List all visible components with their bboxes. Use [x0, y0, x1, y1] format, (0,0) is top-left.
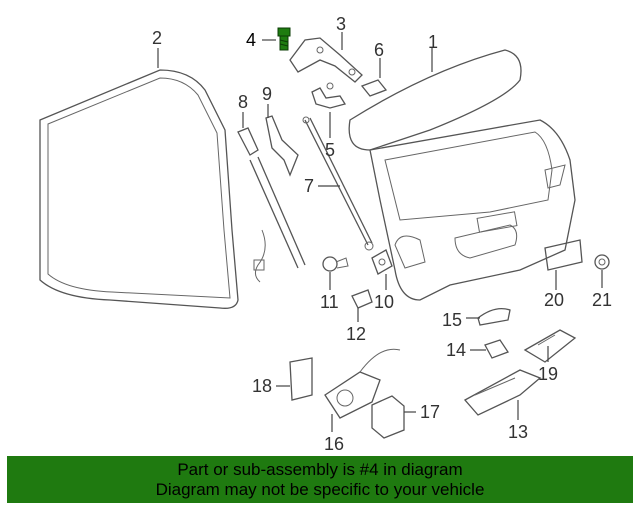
part-1-tailgate	[348, 49, 576, 301]
part-21-grommet	[594, 254, 610, 270]
part-5-bracket	[311, 82, 347, 109]
callout-9: 9	[262, 84, 272, 104]
callout-3: 3	[336, 14, 346, 34]
leader-lines	[157, 32, 603, 432]
callout-18: 18	[252, 376, 272, 396]
callout-20: 20	[544, 290, 564, 310]
callout-15: 15	[442, 310, 462, 330]
part-4-bolt	[277, 27, 291, 51]
part-13-latch	[463, 369, 542, 416]
part-17-module	[371, 395, 405, 439]
part-2-weatherstrip	[39, 69, 239, 309]
callout-11: 11	[320, 292, 339, 312]
part-14-clip	[484, 339, 509, 359]
parts-diagram: 1 2 3 4 5 6 7 8 9 10 11 12 13 14 15 16 1…	[39, 14, 612, 454]
part-6-clip	[360, 79, 388, 97]
part-3-hinge	[289, 37, 363, 83]
callout-16: 16	[324, 434, 344, 454]
callout-4: 4	[246, 30, 256, 50]
callout-6: 6	[374, 40, 384, 60]
part-15-bracket	[477, 307, 511, 326]
callout-8: 8	[238, 92, 248, 112]
part-10-striker	[371, 249, 393, 275]
callout-5: 5	[325, 140, 335, 160]
callout-7: 7	[304, 176, 314, 196]
callout-17: 17	[420, 402, 440, 422]
callout-2: 2	[152, 28, 162, 48]
callout-21: 21	[592, 290, 612, 310]
part-18-cover	[289, 357, 313, 401]
banner-line-2: Diagram may not be specific to your vehi…	[155, 480, 485, 499]
callout-13: 13	[508, 422, 528, 442]
part-12-stop	[351, 289, 373, 309]
callout-12: 12	[346, 324, 366, 344]
callout-1: 1	[428, 32, 438, 52]
callout-14: 14	[446, 340, 466, 360]
part-16-actuator	[324, 348, 401, 419]
info-banner: Part or sub-assembly is #4 in diagram Di…	[7, 456, 633, 503]
part-8-power-strut	[237, 127, 306, 283]
banner-line-1: Part or sub-assembly is #4 in diagram	[177, 460, 463, 479]
callout-19: 19	[538, 364, 558, 384]
part-19-switch	[523, 329, 577, 363]
part-7-gas-strut	[302, 116, 374, 251]
part-9-arm	[265, 115, 299, 177]
part-11-bumper	[322, 256, 349, 272]
part-20-plate	[544, 239, 583, 271]
callout-10: 10	[374, 292, 394, 312]
